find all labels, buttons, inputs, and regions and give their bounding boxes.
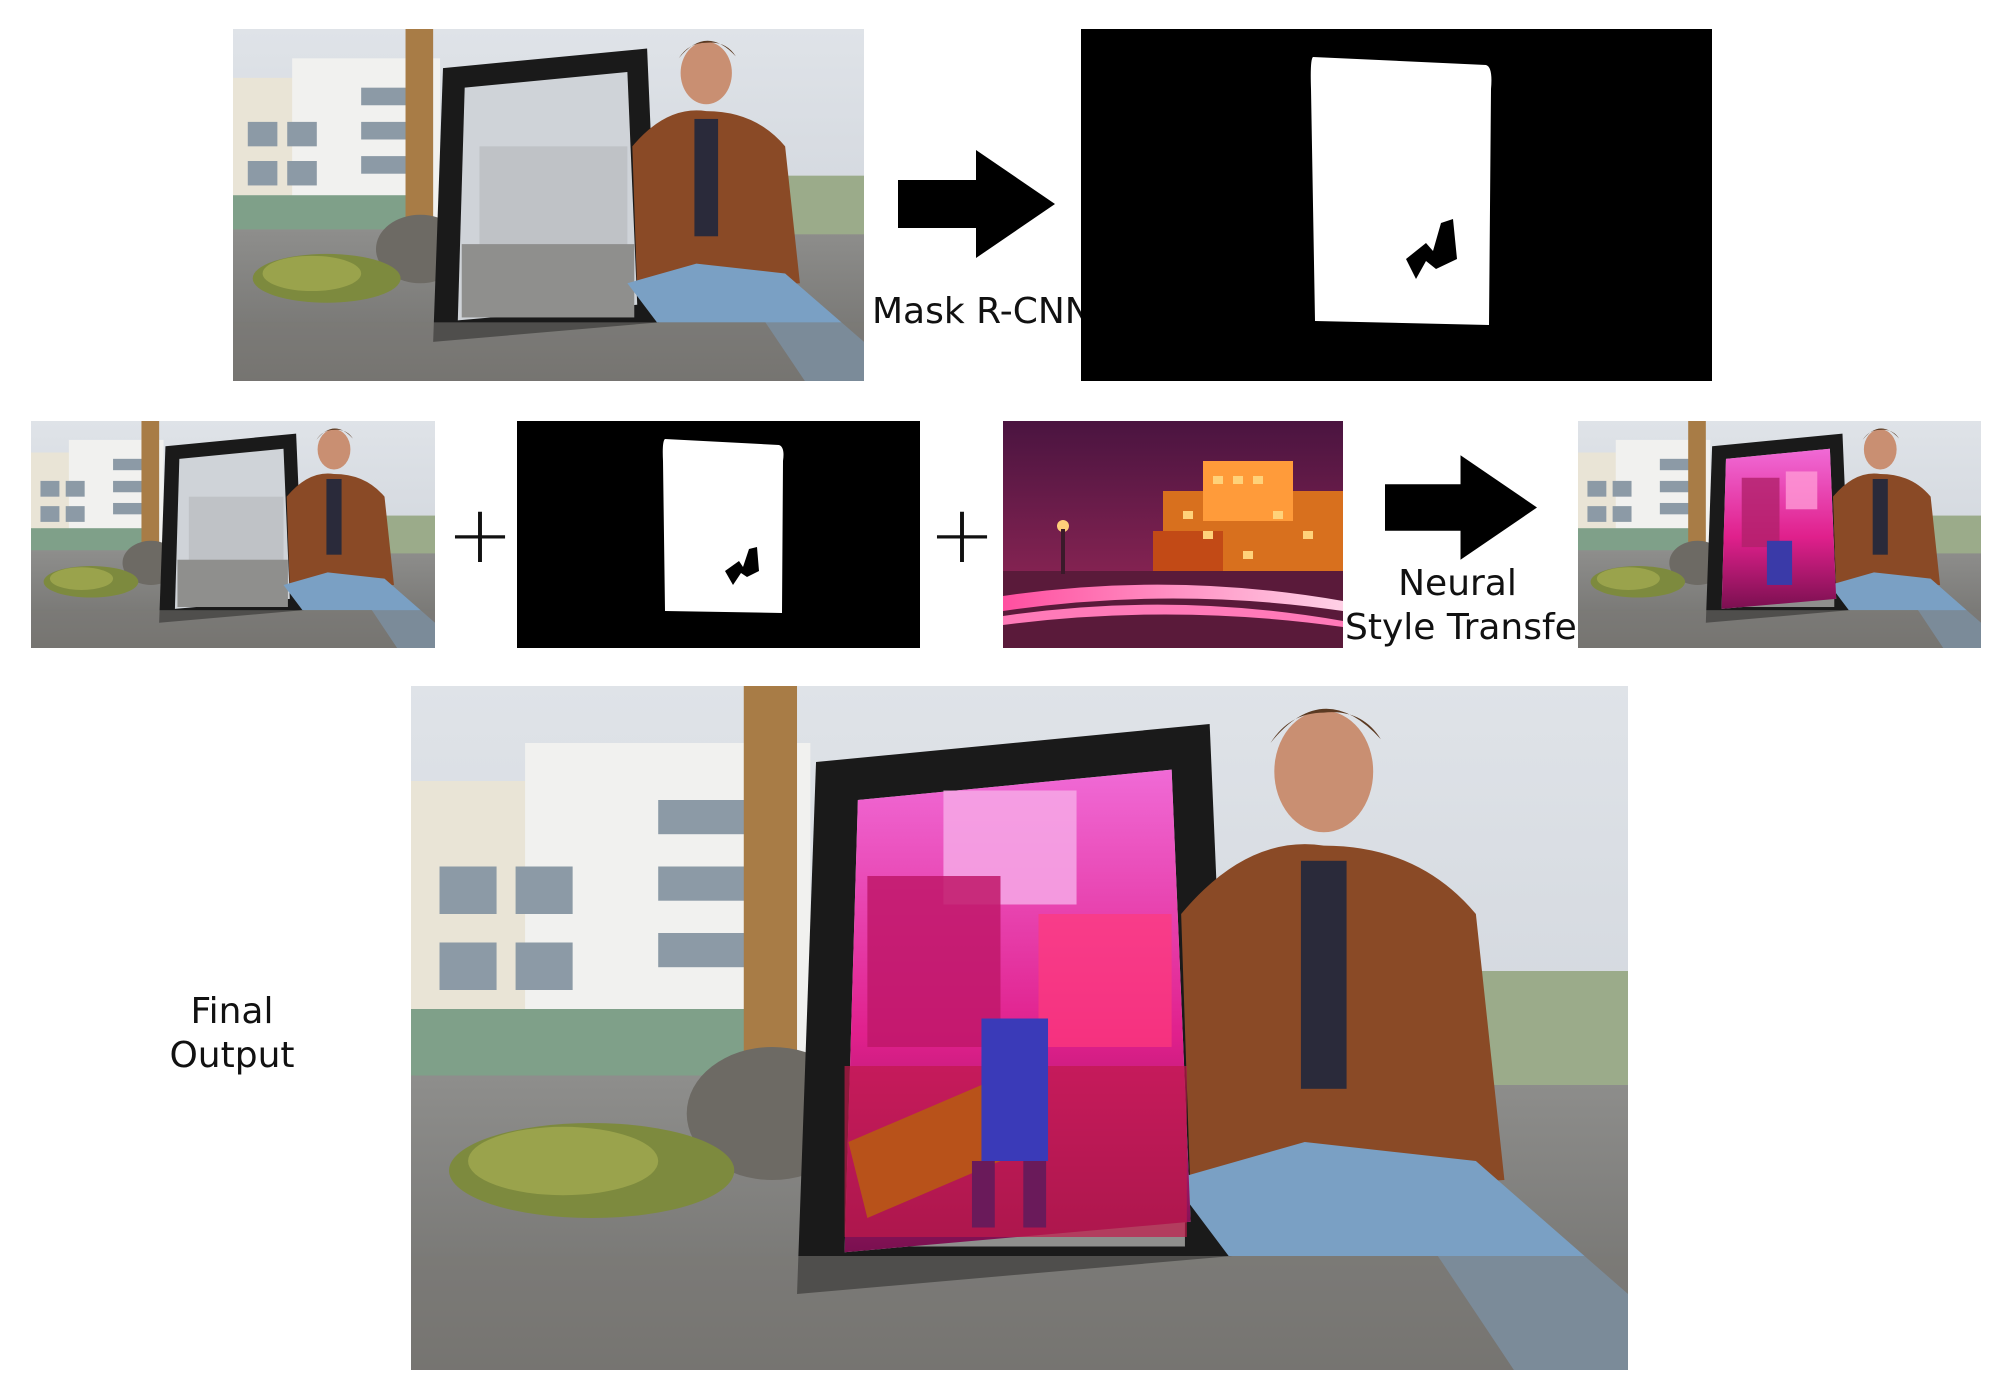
- mask-output-top: [1081, 29, 1712, 381]
- plus-sign: +: [446, 488, 514, 581]
- right-arrow-icon: [898, 150, 1055, 258]
- content-image: [31, 421, 435, 648]
- styled-result-thumbnail: [1578, 421, 1981, 648]
- final-output-image: [411, 686, 1628, 1370]
- mask-image: [517, 421, 920, 648]
- neural-style-transfer-label-line1: Neural: [1398, 563, 1517, 604]
- right-arrow-icon: [1385, 455, 1537, 560]
- final-output-label-line1: Final: [190, 991, 274, 1032]
- style-image: [1003, 421, 1343, 648]
- neural-style-transfer-label-line2: Style Transfer: [1345, 607, 1592, 648]
- mask-rcnn-label: Mask R-CNN: [872, 291, 1092, 332]
- final-output-label-line2: Output: [169, 1035, 295, 1076]
- plus-sign: +: [928, 488, 996, 581]
- input-photo-top: [233, 29, 864, 381]
